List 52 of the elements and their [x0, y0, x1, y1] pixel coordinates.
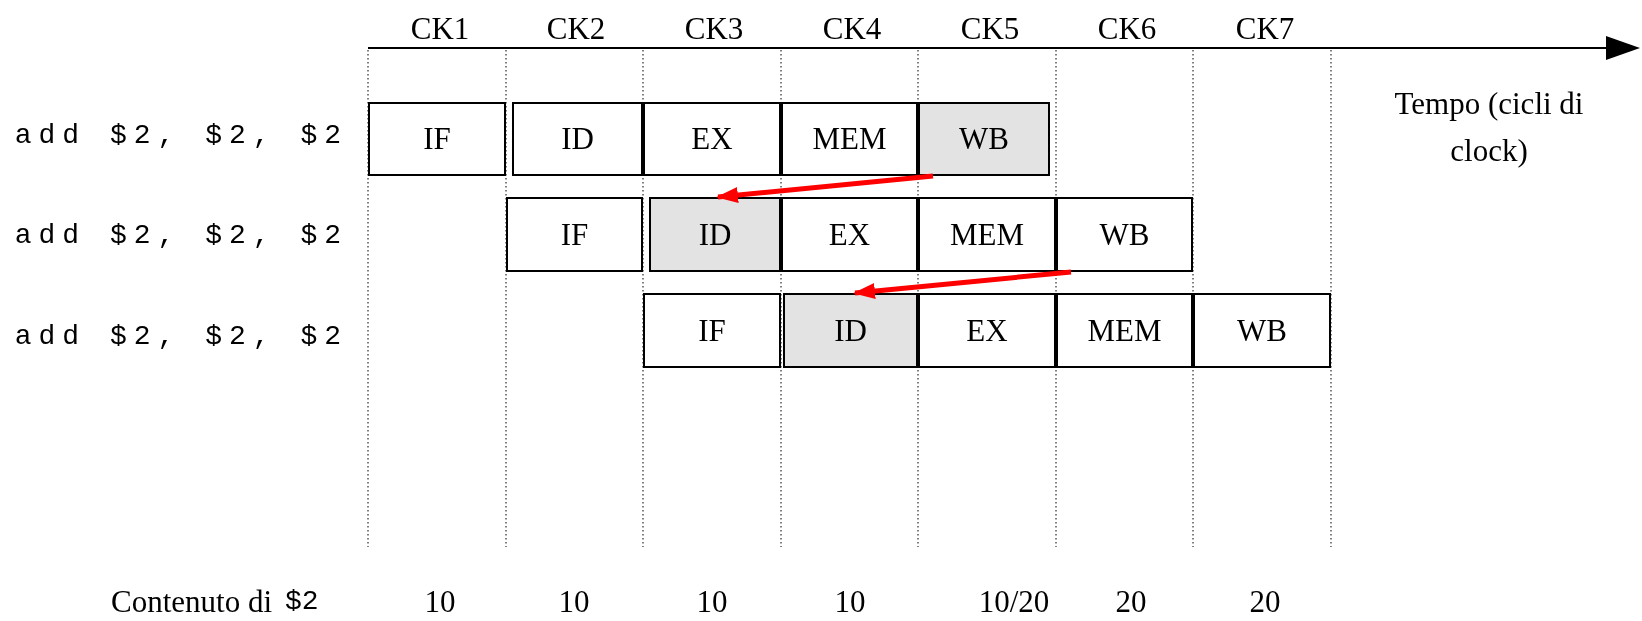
instruction-text: add $2, $2, $2: [14, 119, 348, 153]
register-value: 20: [1115, 583, 1147, 621]
stage-name: MEM: [812, 121, 887, 157]
clock-label: CK1: [410, 10, 470, 48]
pipeline-stage-box: [783, 293, 918, 368]
pipeline-stage-box: [918, 293, 1056, 368]
instruction-text: add $2, $2, $2: [14, 320, 348, 354]
pipeline-stage-box: [368, 102, 506, 176]
clock-label: CK7: [1235, 10, 1295, 48]
clock-label: CK4: [822, 10, 882, 48]
pipeline-stage-box: [643, 293, 781, 368]
stage-name: IF: [560, 216, 589, 253]
instruction-text: add $2, $2, $2: [14, 219, 348, 253]
register-name: $2: [285, 585, 319, 619]
pipeline-stage-box: [649, 197, 781, 272]
stage-name: IF: [698, 312, 726, 349]
register-value: 20: [1249, 583, 1281, 621]
clock-label: CK5: [960, 10, 1020, 48]
stage-name: ID: [561, 121, 594, 157]
pipeline-stage-box: [1056, 197, 1193, 272]
arrow: [853, 269, 1072, 300]
stage-name: EX: [691, 121, 733, 157]
stage-name: WB: [1099, 216, 1150, 253]
pipeline-stage-box: [781, 102, 918, 176]
register-value: 10: [558, 583, 590, 621]
clock-label: CK2: [546, 10, 606, 48]
clock-label: CK3: [684, 10, 744, 48]
stage-name: EX: [966, 312, 1008, 349]
stage-name: ID: [834, 312, 867, 349]
stage-name: MEM: [949, 216, 1025, 253]
stage-name: EX: [828, 216, 871, 253]
register-value: 10: [696, 583, 728, 621]
pipeline-stage-box: [643, 102, 781, 176]
stage-name: ID: [698, 216, 732, 253]
pipeline-stage-box: [918, 197, 1056, 272]
register-value: 10: [424, 583, 456, 621]
pipeline-stage-box: [1056, 293, 1193, 368]
stage-name: MEM: [1087, 312, 1162, 349]
pipeline-stage-box: [781, 197, 918, 272]
register-value: 10/20: [978, 583, 1050, 621]
stage-name: IF: [423, 121, 451, 157]
pipeline-stage-box: [506, 197, 643, 272]
pipeline-stage-box: [512, 102, 643, 176]
pipeline-stage-box: [918, 102, 1050, 176]
axis-label: Tempo (cicli di clock): [1393, 84, 1585, 170]
pipeline-stage-box: [1193, 293, 1331, 368]
stage-name: WB: [1237, 312, 1287, 349]
row-label: Contenuto di: [110, 583, 272, 621]
clock-label: CK6: [1097, 10, 1157, 48]
arrow: [716, 173, 934, 203]
stage-name: WB: [959, 121, 1009, 157]
register-value: 10: [834, 583, 866, 621]
